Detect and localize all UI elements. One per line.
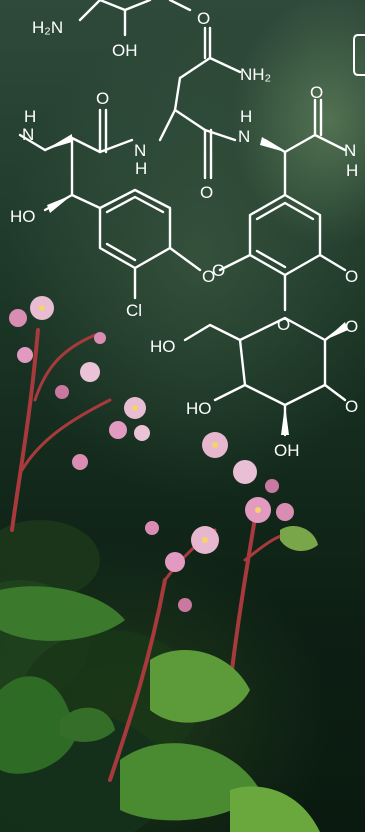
- structure-bonds: [18, 0, 347, 437]
- atom-o-ether-2: O: [212, 261, 225, 280]
- atom-o-ring: O: [277, 315, 290, 334]
- atom-cl: Cl: [126, 301, 142, 320]
- flower-cluster-middle: [72, 397, 150, 470]
- flower-cluster-right: [202, 432, 294, 523]
- atom-labels: H₂N OH O NH₂ O O H N N H H N N H O HO O …: [10, 9, 358, 460]
- atom-n-right: N: [238, 127, 250, 146]
- bracket-fragment: [353, 34, 365, 76]
- atom-o-sugar-right: O: [345, 317, 358, 336]
- atom-n-mid: N: [134, 141, 146, 160]
- atom-h-far-right: H: [346, 161, 358, 180]
- flower-cluster-top-left: [9, 296, 106, 399]
- atom-o-amide-1: O: [96, 89, 109, 108]
- atom-ho-left: HO: [10, 207, 36, 226]
- atom-n-left: N: [22, 125, 34, 144]
- atom-ho-sugar: HO: [150, 337, 176, 356]
- atom-nh2: NH₂: [240, 65, 271, 84]
- atom-h-left: H: [24, 107, 36, 126]
- atom-oh-top: OH: [112, 41, 138, 60]
- begonia-leaves: [0, 525, 320, 832]
- flower-cluster-lower: [145, 521, 219, 612]
- atom-h2n: H₂N: [32, 18, 63, 37]
- atom-o-amide-2: O: [310, 83, 323, 102]
- atom-o-ether: O: [202, 267, 215, 286]
- atom-o-top: O: [197, 9, 210, 28]
- atom-h-right: H: [240, 107, 252, 126]
- atom-h-mid: H: [135, 159, 147, 178]
- atom-n-far-right: N: [344, 141, 356, 160]
- atom-ho-sugar-2: HO: [186, 399, 212, 418]
- atom-oh-bottom: OH: [274, 441, 300, 460]
- atom-o-carbonyl-mid: O: [200, 183, 213, 202]
- begonia-flowers: [9, 296, 294, 612]
- atom-o-sugar-right-2: O: [345, 397, 358, 416]
- atom-o-right-edge: O: [345, 267, 358, 286]
- wedge-bonds: [45, 134, 348, 435]
